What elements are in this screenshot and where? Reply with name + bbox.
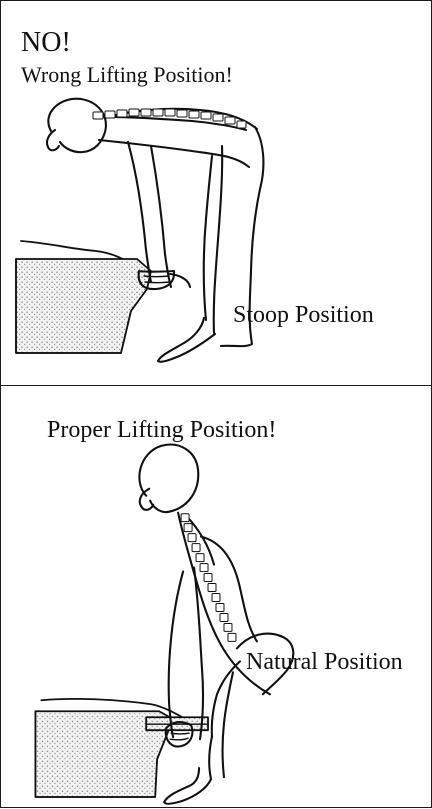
- proper-lifting-title: Proper Lifting Position!: [47, 418, 276, 442]
- proper-lifting-panel: Proper Lifting Position! Natural Positio…: [1, 385, 431, 809]
- wrong-lifting-title: Wrong Lifting Position!: [21, 64, 233, 86]
- stoop-position-label: Stoop Position: [233, 303, 374, 327]
- warning-title: NO!: [21, 29, 71, 57]
- natural-position-label: Natural Position: [246, 650, 403, 674]
- natural-lifting-illustration: [1, 386, 431, 809]
- wrong-lifting-panel: NO! Wrong Lifting Position! Stoop Positi…: [1, 1, 431, 385]
